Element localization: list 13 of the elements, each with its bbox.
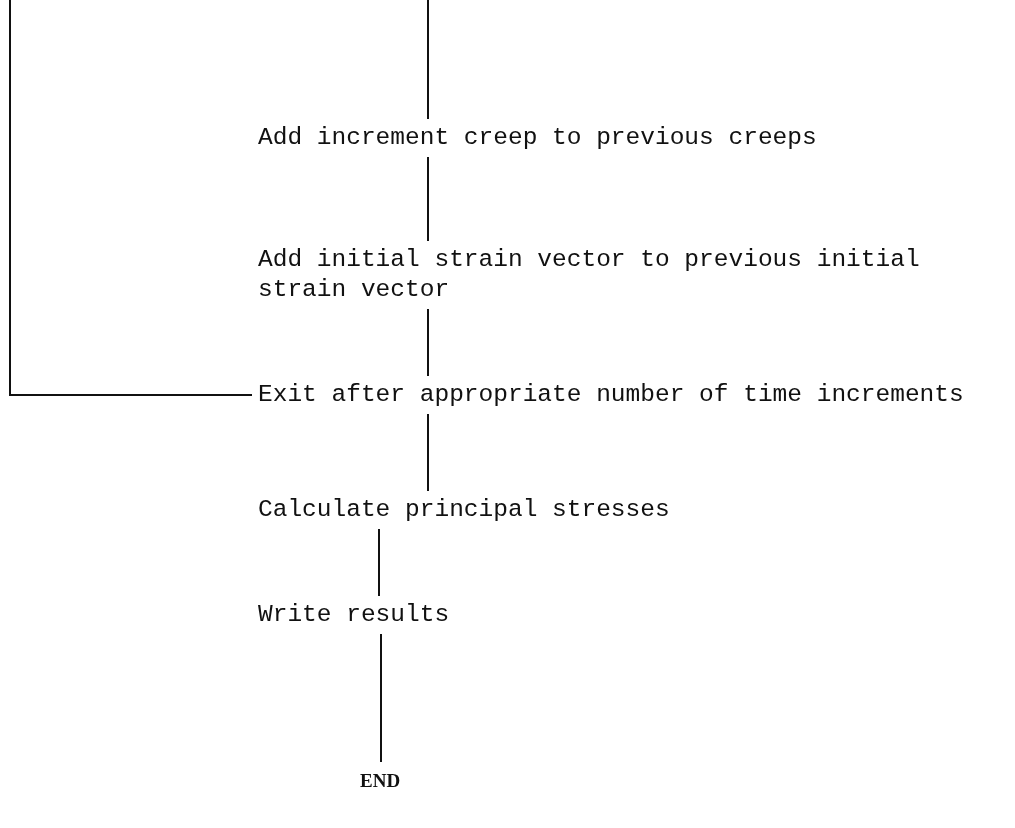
connector-line	[427, 0, 429, 120]
step-text: Calculate principal stresses	[258, 495, 670, 525]
step-text: Add increment creep to previous creeps	[258, 123, 817, 153]
connector-line	[380, 633, 382, 763]
end-label: END	[360, 769, 401, 793]
connector-line	[427, 413, 429, 492]
step-text: Write results	[258, 600, 450, 630]
connector-line	[378, 528, 380, 597]
connector-line	[427, 156, 429, 242]
loop-line	[9, 0, 253, 396]
connector-line	[427, 308, 429, 377]
step-text: Add initial strain vector to previous initial strain vector	[258, 245, 921, 305]
step-text: Exit after appropriate number of time increments	[258, 380, 964, 410]
